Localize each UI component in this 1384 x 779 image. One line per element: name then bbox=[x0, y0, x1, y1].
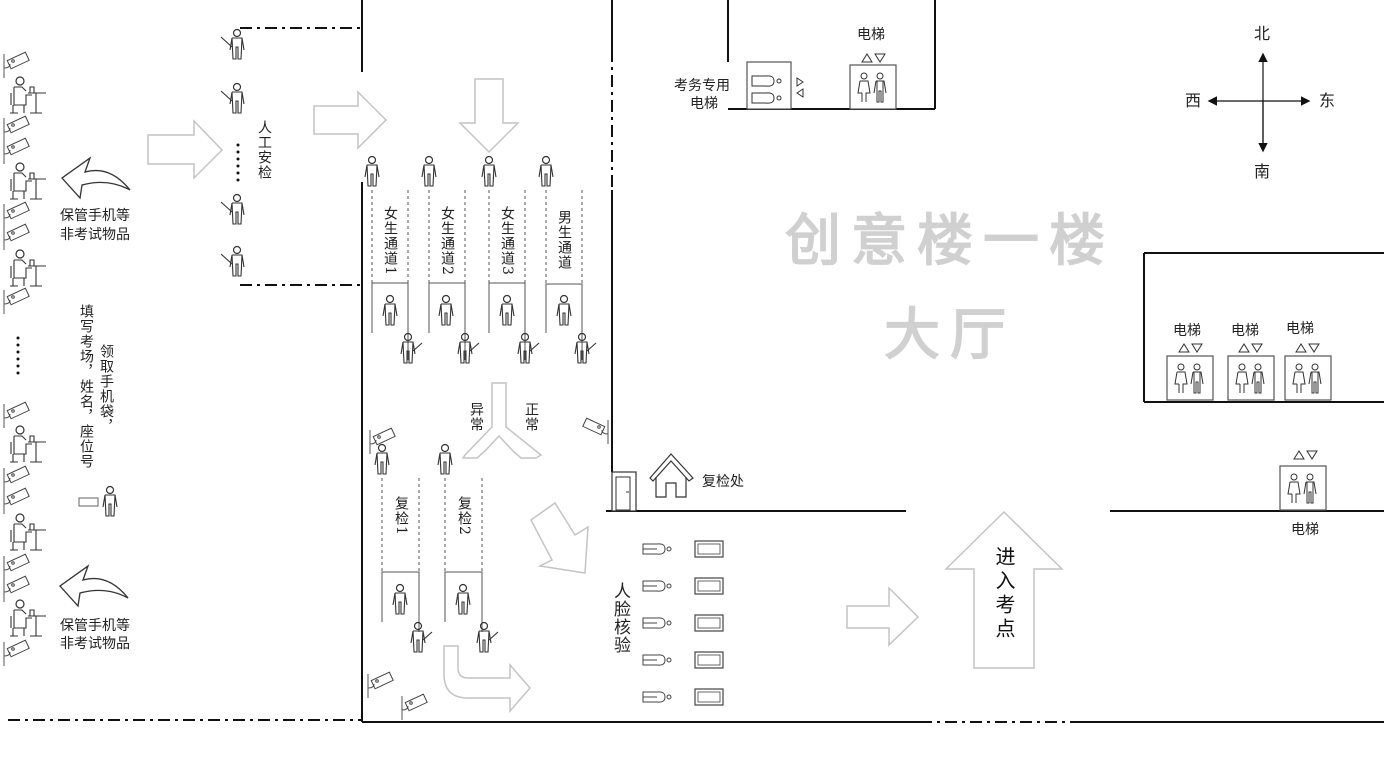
recheck-2 bbox=[444, 478, 483, 632]
storage-label-top-1: 保管手机等 bbox=[60, 208, 130, 224]
arrow-right-3 bbox=[846, 586, 920, 647]
face-check-label: 人脸核验 bbox=[610, 582, 630, 654]
recheck-1-label: 复检1 bbox=[393, 496, 409, 536]
channel-1-label: 女生通道1 bbox=[382, 206, 398, 276]
channel-4 bbox=[545, 190, 583, 360]
arrow-down bbox=[458, 78, 520, 154]
storage-label-bottom-1: 保管手机等 bbox=[60, 618, 130, 634]
channel-3-label: 女生通道3 bbox=[499, 206, 515, 276]
east-elevators bbox=[1166, 343, 1332, 511]
channel-2-label: 女生通道2 bbox=[439, 206, 455, 276]
compass bbox=[1207, 52, 1311, 153]
curved-arrow-top bbox=[60, 155, 131, 200]
channel-3 bbox=[488, 190, 526, 360]
face-devices bbox=[642, 540, 724, 706]
north-elevator-label: 电梯 bbox=[857, 27, 885, 43]
channel-2 bbox=[428, 190, 466, 360]
east-elevator-2-label: 电梯 bbox=[1231, 323, 1259, 339]
dots-left bbox=[16, 336, 20, 375]
compass-east: 东 bbox=[1319, 91, 1336, 110]
exam-elevator bbox=[746, 61, 804, 110]
arrow-right-2 bbox=[313, 90, 388, 150]
storage-label-bottom-2: 非考试物品 bbox=[60, 636, 130, 652]
enter-exam-label: 进入考点 bbox=[992, 546, 1016, 642]
channels bbox=[371, 190, 583, 632]
fill-info-label: 填写考场，姓名，座位号 bbox=[78, 304, 94, 469]
manual-check-guards bbox=[221, 30, 244, 277]
compass-south: 南 bbox=[1254, 162, 1271, 181]
recheck-1 bbox=[381, 478, 420, 632]
channel-1 bbox=[371, 190, 409, 360]
walls bbox=[8, 0, 1384, 723]
manual-check-label: 人工安检 bbox=[256, 120, 272, 180]
abnormal-label: 异常 bbox=[468, 402, 484, 432]
compass-north: 北 bbox=[1254, 24, 1271, 43]
channel-4-label: 男生通道 bbox=[556, 210, 572, 270]
get-bag-label: 领取手机袋， bbox=[98, 344, 114, 434]
storage-desks bbox=[3, 51, 47, 667]
hall-title-line2: 大厅 bbox=[884, 302, 1016, 368]
compass-west: 西 bbox=[1185, 91, 1202, 110]
storage-label-top-2: 非考试物品 bbox=[60, 227, 130, 243]
arrow-turn bbox=[443, 645, 531, 714]
curved-arrow-bottom bbox=[58, 563, 129, 608]
hall-title-line1: 创意楼一楼 bbox=[785, 208, 1115, 274]
east-elevator-3-label: 电梯 bbox=[1286, 321, 1314, 337]
arrow-right-1 bbox=[147, 119, 224, 180]
recheck-2-label: 复检2 bbox=[456, 496, 472, 536]
arrow-diag bbox=[530, 501, 589, 574]
exam-elevator-label-2: 电梯 bbox=[690, 96, 718, 112]
flow-arrows bbox=[58, 78, 1064, 714]
arrow-split bbox=[461, 382, 543, 459]
recheck-office-label: 复检处 bbox=[702, 474, 744, 490]
dots-manual bbox=[236, 143, 240, 182]
north-elevator bbox=[849, 53, 897, 110]
normal-label: 正常 bbox=[523, 402, 539, 432]
exam-elevator-label-1: 考务专用 bbox=[674, 78, 730, 94]
arrow-enter bbox=[944, 510, 1064, 669]
south-east-elevator-label: 电梯 bbox=[1291, 522, 1319, 538]
bag-person bbox=[78, 485, 118, 517]
recheck-office bbox=[611, 453, 694, 512]
east-elevator-1-label: 电梯 bbox=[1173, 323, 1201, 339]
